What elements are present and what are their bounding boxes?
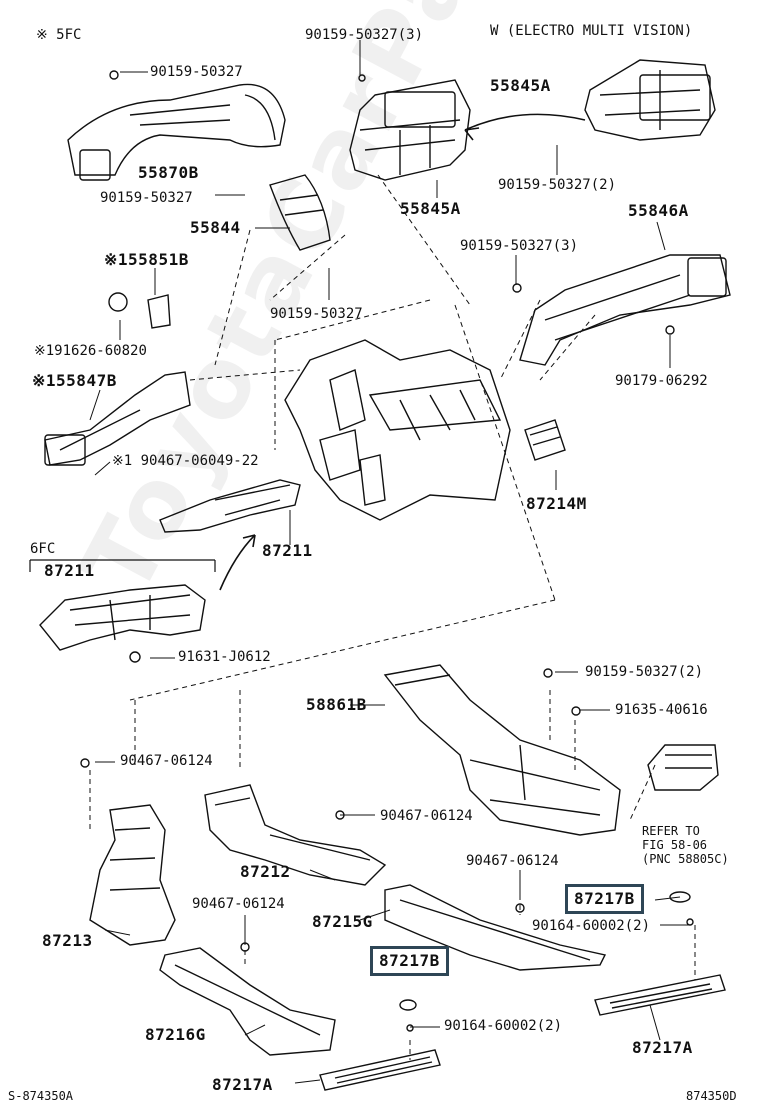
duct-58861b — [383, 664, 621, 836]
duct-155847b — [44, 371, 191, 466]
grille-87217a-right — [594, 918, 726, 1016]
part-label[interactable]: ※155847B — [32, 371, 117, 390]
part-label[interactable]: 55870B — [138, 163, 199, 182]
part-label[interactable]: 90159-50327 — [150, 64, 243, 80]
duct-55845a — [349, 74, 471, 181]
duct-55870b — [67, 70, 286, 181]
part-label[interactable]: 90159-50327(3) — [460, 238, 579, 254]
part-label[interactable]: ※155851B — [104, 250, 189, 269]
vent-87214m — [524, 419, 566, 461]
part-label[interactable]: 90467-06124 — [192, 896, 285, 912]
group-6fc: 6FC — [30, 541, 56, 557]
part-label[interactable]: 90159-50327(2) — [585, 664, 704, 680]
clip-87217b — [399, 891, 691, 1011]
part-label-highlighted[interactable]: 87217B — [370, 946, 449, 976]
part-label[interactable]: 87212 — [240, 862, 291, 881]
part-label[interactable]: 87214M — [526, 494, 587, 513]
part-label[interactable]: 87215G — [312, 912, 373, 931]
part-label[interactable]: 55844 — [190, 218, 241, 237]
part-label[interactable]: 55845A — [400, 199, 461, 218]
part-label[interactable]: 90159-50327 — [270, 306, 363, 322]
duct-55844 — [269, 174, 331, 251]
part-label[interactable]: 91635-40616 — [615, 702, 708, 718]
refer-line-2: FIG 58-06 — [642, 838, 708, 852]
part-label[interactable]: 90164-60002(2) — [532, 918, 651, 934]
vent-58805c — [647, 744, 719, 791]
duct-87211-right — [159, 479, 301, 533]
clip-155851b — [108, 292, 171, 329]
header-w-electro-multi-vision: W (ELECTRO MULTI VISION) — [490, 23, 693, 39]
part-label[interactable]: 58861B — [306, 695, 367, 714]
part-label-highlighted[interactable]: 87217B — [565, 884, 644, 914]
footer-right-code: 874350D — [686, 1089, 737, 1103]
part-label[interactable]: 87211 — [44, 561, 95, 580]
part-label[interactable]: ※191626-60820 — [34, 343, 147, 359]
center-unit — [284, 339, 511, 521]
part-label[interactable]: 90159-50327(2) — [498, 177, 617, 193]
duct-55846a — [512, 254, 731, 366]
refer-line-3: (PNC 58805C) — [642, 852, 729, 866]
duct-87211-left — [39, 584, 206, 663]
part-label[interactable]: 90467-06124 — [380, 808, 473, 824]
part-label[interactable]: 87213 — [42, 931, 93, 950]
part-label[interactable]: ※1 90467-06049-22 — [112, 453, 259, 469]
part-label[interactable]: 90159-50327 — [100, 190, 193, 206]
leader-lines — [89, 40, 690, 1084]
part-label[interactable]: 55846A — [628, 201, 689, 220]
duct-87213 — [80, 758, 176, 946]
header-5fc: ※ 5FC — [36, 27, 82, 43]
footer-left-code: S-874350A — [8, 1089, 74, 1103]
part-label[interactable]: 90467-06124 — [466, 853, 559, 869]
refer-line-1: REFER TO — [642, 824, 700, 838]
part-label[interactable]: 55845A — [490, 76, 551, 95]
grille-87217a-bottom — [319, 1024, 441, 1091]
part-label[interactable]: 91631-J0612 — [178, 649, 271, 665]
part-label[interactable]: 90467-06124 — [120, 753, 213, 769]
part-label[interactable]: 87217A — [212, 1075, 273, 1094]
part-label[interactable]: 90159-50327(3) — [305, 27, 424, 43]
duct-w-emv — [584, 59, 716, 141]
duct-87212 — [204, 784, 387, 886]
6fc-bracket — [29, 559, 216, 572]
part-label[interactable]: 87216G — [145, 1025, 206, 1044]
part-label[interactable]: 87217A — [632, 1038, 693, 1057]
duct-87216g — [159, 942, 336, 1056]
duct-87215g — [384, 884, 607, 971]
part-label[interactable]: 87211 — [262, 541, 313, 560]
part-label[interactable]: 90179-06292 — [615, 373, 708, 389]
part-label[interactable]: 90164-60002(2) — [444, 1018, 563, 1034]
